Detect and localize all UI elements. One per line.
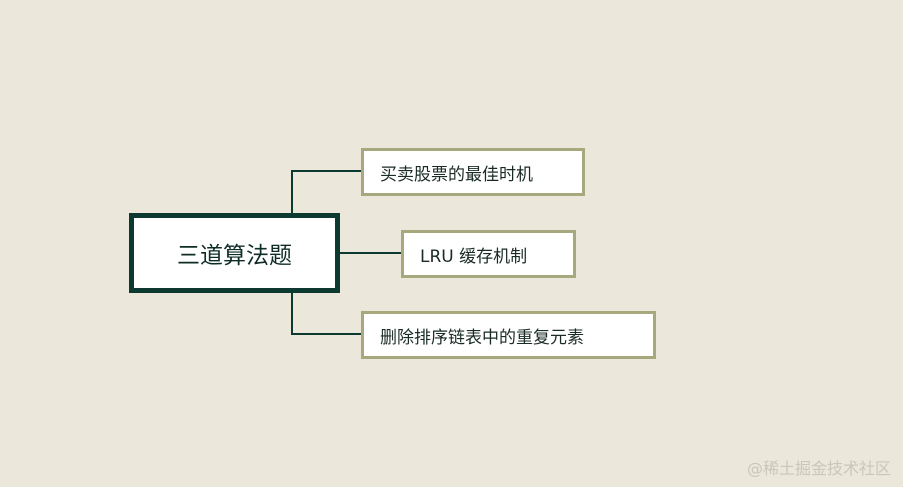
root-topic-label: 三道算法题 [177,243,292,269]
connector-to-child-3 [291,293,361,335]
root-topic-node[interactable]: 三道算法题 [129,213,340,293]
subtopic-label-3: 删除排序链表中的重复元素 [380,327,584,348]
subtopic-label-2: LRU 缓存机制 [420,246,528,267]
subtopic-node-2[interactable]: LRU 缓存机制 [401,230,576,278]
watermark: @稀土掘金技术社区 [746,459,891,478]
subtopic-node-1[interactable]: 买卖股票的最佳时机 [361,148,585,196]
subtopic-node-3[interactable]: 删除排序链表中的重复元素 [361,311,656,359]
connector-to-child-1 [291,170,361,213]
subtopic-label-1: 买卖股票的最佳时机 [380,164,533,185]
